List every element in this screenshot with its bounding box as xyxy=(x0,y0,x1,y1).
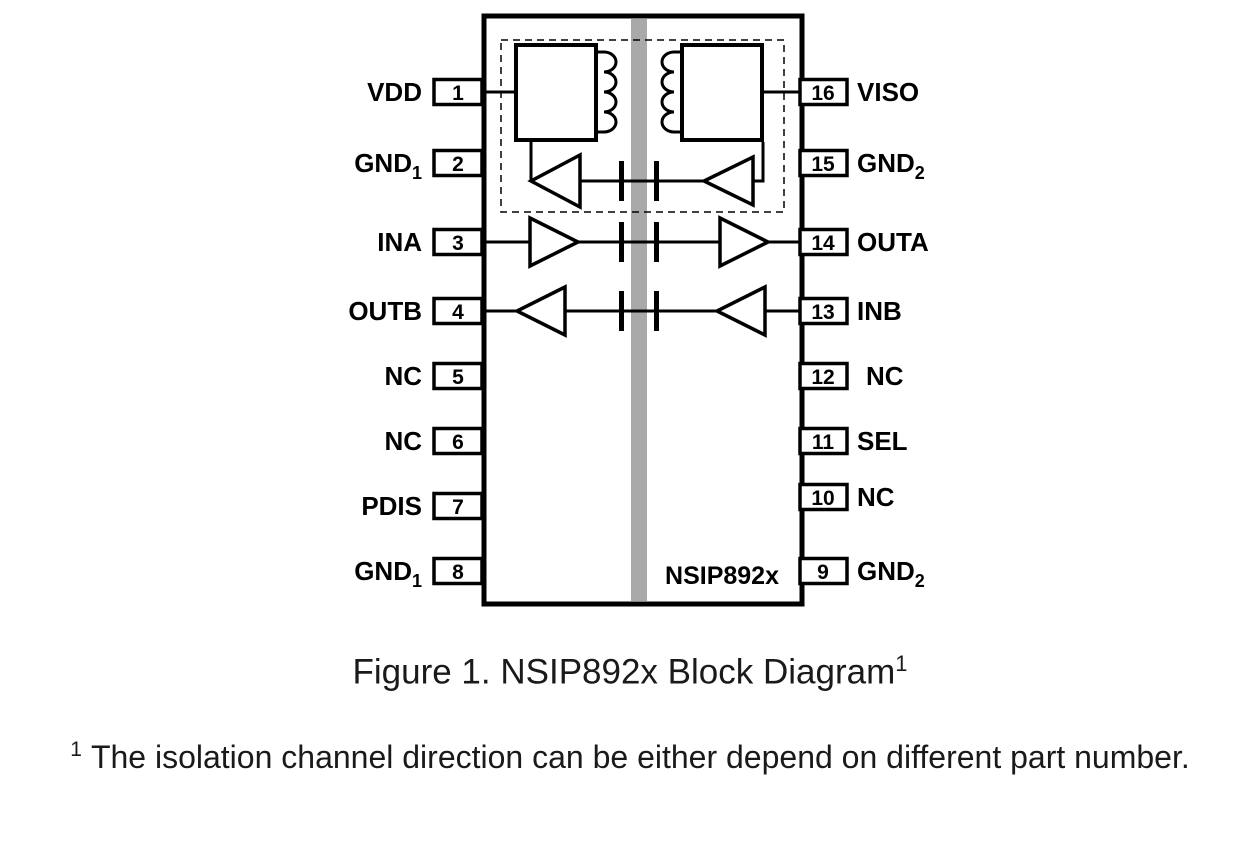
figure-caption: Figure 1. NSIP892x Block Diagram1 xyxy=(0,651,1260,693)
channel-a-isolation-cap-left xyxy=(619,222,624,262)
pin-right-14: 14 OUTA xyxy=(798,227,929,257)
pin-number: 2 xyxy=(452,153,464,176)
pin-number: 15 xyxy=(811,153,835,176)
pin-left-2: 2 GND1 xyxy=(354,148,484,183)
pin-label: SEL xyxy=(857,426,908,456)
pin-label: INA xyxy=(377,227,422,257)
pin-box xyxy=(798,426,849,456)
pin-left-8: 8 GND1 xyxy=(354,556,484,591)
pin-label: PDIS xyxy=(361,491,422,521)
pin-number: 13 xyxy=(811,301,834,324)
pin-right-9: 9 GND2 xyxy=(798,556,925,591)
pin-number: 6 xyxy=(452,431,464,454)
channel-b-driver-icon xyxy=(713,284,767,338)
pin-box xyxy=(798,77,849,107)
pin-left-7: 7 PDIS xyxy=(361,491,484,521)
pin-number: 12 xyxy=(811,366,834,389)
pin-number: 4 xyxy=(452,301,464,324)
secondary-power-block xyxy=(680,43,764,142)
pin-number: 7 xyxy=(452,496,464,519)
pin-right-16: 16 VISO xyxy=(798,77,919,107)
pin-label: OUTA xyxy=(857,227,929,257)
pin-label: GND1 xyxy=(354,556,422,591)
channel-b-isolation-cap-right xyxy=(654,291,659,331)
pin-number: 9 xyxy=(817,561,829,584)
pin-label: NC xyxy=(384,426,422,456)
pin-number: 5 xyxy=(452,366,464,389)
pin-left-5: 5 NC xyxy=(384,361,484,391)
pin-label: NC xyxy=(866,361,904,391)
pin-number: 1 xyxy=(452,82,464,105)
pin-box xyxy=(432,148,484,178)
pin-left-4: 4 OUTB xyxy=(348,296,484,326)
pin-box xyxy=(432,296,484,326)
pin-number: 8 xyxy=(452,561,464,584)
pin-right-13: 13 INB xyxy=(798,296,902,326)
caption-text: Figure 1. NSIP892x Block Diagram xyxy=(352,652,896,692)
pin-right-10: 10 NC xyxy=(798,482,895,512)
pin-label: VDD xyxy=(367,77,422,107)
pin-box xyxy=(798,482,849,512)
pin-right-12: 12 NC xyxy=(798,361,904,391)
pin-left-6: 6 NC xyxy=(384,426,484,456)
feedback-buffer-right-icon xyxy=(700,154,755,208)
pin-box xyxy=(432,227,484,257)
channel-b xyxy=(482,284,803,338)
pin-left-1: 1 VDD xyxy=(367,77,484,107)
pin-label: NC xyxy=(857,482,895,512)
pin-label: GND2 xyxy=(857,148,925,183)
feedback-isolation-cap-right xyxy=(654,161,659,201)
pin-box xyxy=(432,426,484,456)
feedback-buffer-left-icon xyxy=(527,152,582,210)
pin-number: 16 xyxy=(811,82,834,105)
block-diagram: NSIP892x 1 VDD 2 GND1 3 INA 4 OUTB 5 NC … xyxy=(348,13,929,607)
pin-label: NC xyxy=(384,361,422,391)
channel-a xyxy=(482,215,803,269)
pin-box xyxy=(798,556,849,586)
pin-number: 3 xyxy=(452,232,464,255)
pin-right-11: 11 SEL xyxy=(798,426,908,456)
pin-left-3: 3 INA xyxy=(377,227,484,257)
pin-label: VISO xyxy=(857,77,919,107)
channel-a-driver-icon xyxy=(528,215,582,269)
channel-b-isolation-cap-left xyxy=(619,291,624,331)
figure-page: NSIP892x 1 VDD 2 GND1 3 INA 4 OUTB 5 NC … xyxy=(0,13,1260,781)
footnote-text: The isolation channel direction can be e… xyxy=(90,738,1190,775)
pin-label: OUTB xyxy=(348,296,422,326)
feedback-isolation-cap-left xyxy=(619,161,624,201)
chip-name: NSIP892x xyxy=(665,562,779,590)
pin-box xyxy=(798,148,849,178)
figure-footnote: 1 The isolation channel direction can be … xyxy=(40,733,1220,781)
channel-a-isolation-cap-right xyxy=(654,222,659,262)
pin-label: INB xyxy=(857,296,902,326)
transformer-coil-left-icon xyxy=(596,50,618,134)
channel-b-receiver-icon xyxy=(513,284,567,338)
pin-box xyxy=(798,296,849,326)
pin-box xyxy=(432,491,484,521)
pin-box xyxy=(432,556,484,586)
pin-box xyxy=(432,361,484,391)
footnote-superscript: 1 xyxy=(70,738,82,761)
pin-label: GND1 xyxy=(354,148,422,183)
primary-power-block xyxy=(514,43,598,142)
pin-number: 11 xyxy=(812,431,835,454)
channel-a-receiver-icon xyxy=(718,215,772,269)
feedback-wires xyxy=(529,142,765,183)
pin-label: GND2 xyxy=(857,556,925,591)
pin-right-15: 15 GND2 xyxy=(798,148,925,183)
pin-box xyxy=(432,77,484,107)
pin-box xyxy=(798,227,849,257)
pin-number: 10 xyxy=(811,487,834,510)
pin-box xyxy=(798,361,849,391)
caption-superscript: 1 xyxy=(895,651,908,676)
pin-number: 14 xyxy=(811,232,835,255)
transformer-coil-right-icon xyxy=(660,50,682,134)
